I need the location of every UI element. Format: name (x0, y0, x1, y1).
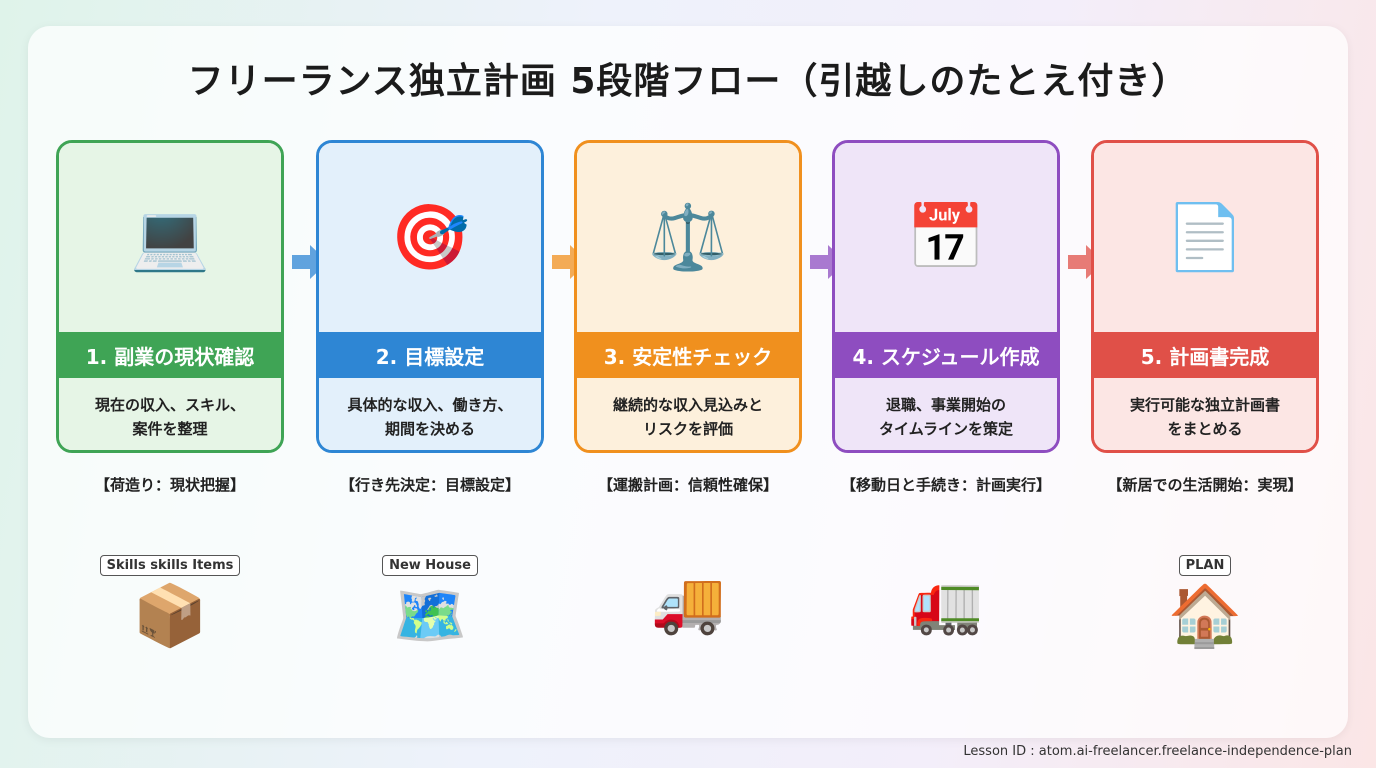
analogy-illustration: New House 🗺️ (316, 505, 544, 700)
analogy-illustration: PLAN 🏠 (1091, 505, 1319, 700)
desc-line: 継続的な収入見込みと (612, 396, 763, 414)
step-illustration-icon: ⚖️ (577, 143, 799, 332)
moving-scene-icon: 🚚 (650, 568, 726, 638)
illustration-label: New House (382, 554, 478, 576)
step-title: 2. 目標設定 (319, 332, 541, 378)
analogy-caption: 【新居での生活開始：実現】 (1107, 476, 1303, 494)
illustration-label: PLAN (1178, 554, 1232, 576)
step-card-2: 🎯 2. 目標設定 具体的な収入、働き方、期間を決める (316, 140, 544, 453)
analogy-illustration: 🚚 (574, 505, 802, 700)
desc-line: タイムラインを策定 (879, 420, 1013, 438)
moving-scene-icon: 📦 (132, 580, 208, 651)
step-title: 4. スケジュール作成 (835, 332, 1057, 378)
step-description: 具体的な収入、働き方、期間を決める (319, 378, 541, 450)
step-title: 3. 安定性チェック (577, 332, 799, 378)
step-title: 5. 計画書完成 (1094, 332, 1316, 378)
moving-scene-icon: 🚛 (908, 568, 984, 638)
analogy-caption: 【移動日と手続き：計画実行】 (840, 476, 1051, 494)
moving-scene-icon: 🗺️ (392, 580, 468, 651)
desc-line: 実行可能な独立計画書 (1129, 396, 1280, 414)
analogy-illustration: Skills skills Items 📦 (56, 505, 284, 700)
step-illustration-icon: 🎯 (319, 143, 541, 332)
desc-line: 案件を整理 (132, 420, 208, 438)
step-card-4: 📅 4. スケジュール作成 退職、事業開始のタイムラインを策定 (832, 140, 1060, 453)
analogy-caption: 【荷造り：現状把握】 (94, 476, 245, 494)
lesson-id: Lesson ID : atom.ai-freelancer.freelance… (963, 744, 1352, 759)
desc-line: をまとめる (1167, 420, 1243, 438)
page-title: フリーランス独立計画 5段階フロー（引越しのたとえ付き） (187, 61, 1189, 102)
analogy-illustration: 🚛 (832, 505, 1060, 700)
step-title: 1. 副業の現状確認 (59, 332, 281, 378)
desc-line: 期間を決める (384, 420, 475, 438)
step-illustration-icon: 📅 (835, 143, 1057, 332)
step-description: 現在の収入、スキル、案件を整理 (59, 378, 281, 450)
desc-line: 具体的な収入、働き方、 (347, 396, 513, 414)
illustration-label: Skills skills Items (99, 554, 241, 576)
desc-line: リスクを評価 (642, 420, 733, 438)
analogy-caption: 【行き先決定：目標設定】 (339, 476, 520, 494)
desc-line: 退職、事業開始の (885, 396, 1006, 414)
step-illustration-icon: 📄 (1094, 143, 1316, 332)
moving-scene-icon: 🏠 (1167, 580, 1243, 651)
step-description: 実行可能な独立計画書をまとめる (1094, 378, 1316, 450)
step-card-3: ⚖️ 3. 安定性チェック 継続的な収入見込みとリスクを評価 (574, 140, 802, 453)
step-card-1: 💻 1. 副業の現状確認 現在の収入、スキル、案件を整理 (56, 140, 284, 453)
step-description: 継続的な収入見込みとリスクを評価 (577, 378, 799, 450)
step-description: 退職、事業開始のタイムラインを策定 (835, 378, 1057, 450)
analogy-caption: 【運搬計画：信頼性確保】 (597, 476, 778, 494)
step-illustration-icon: 💻 (59, 143, 281, 332)
step-card-5: 📄 5. 計画書完成 実行可能な独立計画書をまとめる (1091, 140, 1319, 453)
desc-line: 現在の収入、スキル、 (94, 396, 245, 414)
